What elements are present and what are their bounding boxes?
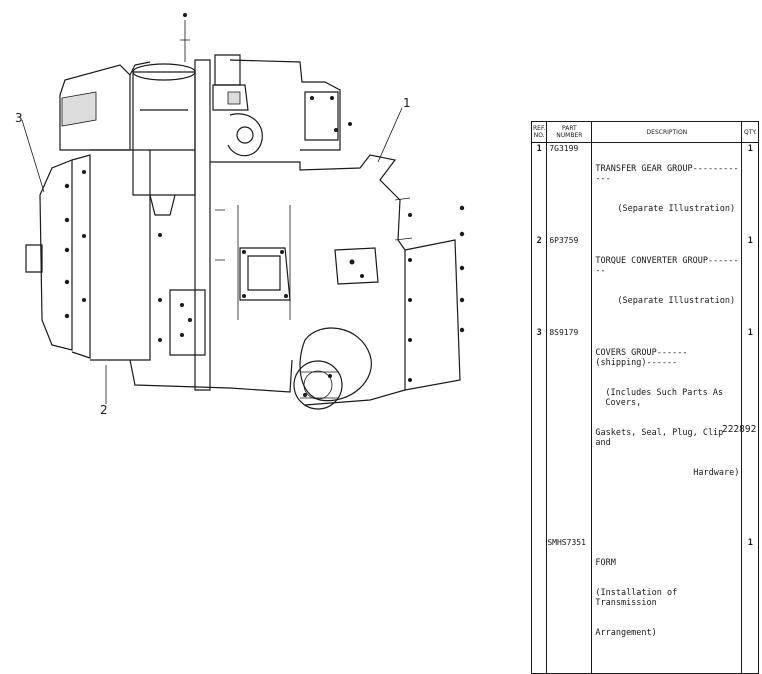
description-note: Arrangement) bbox=[595, 628, 657, 638]
transmission-case bbox=[90, 59, 465, 406]
table-header-row: REF. NO. PART NUMBER DESCRIPTION QTY. bbox=[530, 121, 760, 143]
part-number: 8S9179 bbox=[546, 327, 593, 499]
transmission-illustration: 3 1 2 bbox=[15, 13, 465, 417]
filter-canister bbox=[132, 13, 196, 216]
ref-no: 2 bbox=[530, 235, 548, 327]
description-note: (Includes Such Parts As Covers, bbox=[605, 388, 729, 408]
description-note: Gaskets, Seal, Plug, Clip and bbox=[595, 428, 729, 448]
header-part-number: PART NUMBER bbox=[546, 121, 593, 143]
valve-assembly bbox=[212, 54, 263, 157]
description-main: FORM bbox=[595, 558, 616, 568]
callout-1-label: 1 bbox=[403, 96, 411, 110]
description-main: COVERS GROUP------(shipping)------ bbox=[595, 348, 688, 368]
table-row: 1 7G3199 TRANSFER GEAR GROUP------------… bbox=[530, 142, 760, 235]
header-ref-no: REF. NO. bbox=[530, 121, 548, 143]
callout-2-label: 2 bbox=[100, 403, 108, 417]
quantity: 1 bbox=[741, 142, 760, 235]
converter-cover-housing bbox=[25, 154, 91, 359]
description-note: Hardware) bbox=[693, 468, 740, 478]
quantity: 1 bbox=[741, 235, 760, 327]
callout-3-leader bbox=[21, 119, 45, 193]
table-row: 2 6P3759 TORQUE CONVERTER GROUP-------- … bbox=[530, 235, 760, 327]
figure-number: 222892 bbox=[722, 424, 757, 435]
ref-no: 3 bbox=[530, 327, 548, 499]
part-number: 6P3759 bbox=[546, 235, 593, 327]
mounting-plate bbox=[239, 247, 379, 301]
table-row: 3 8S9179 COVERS GROUP------(shipping)---… bbox=[530, 327, 760, 499]
output-yoke bbox=[293, 327, 372, 410]
description-note: (Installation of Transmission bbox=[595, 588, 683, 608]
table-spacer-row bbox=[530, 499, 760, 537]
part-number: SMHS7351 bbox=[546, 537, 593, 659]
description-main: TORQUE CONVERTER GROUP-------- bbox=[595, 256, 739, 276]
description: TORQUE CONVERTER GROUP-------- (Separate… bbox=[591, 235, 743, 327]
transfer-gear-housing bbox=[59, 59, 352, 151]
callout-1-leader bbox=[377, 107, 403, 163]
header-qty: QTY. bbox=[741, 121, 760, 143]
ref-no: 1 bbox=[530, 142, 548, 235]
parts-list-table: REF. NO. PART NUMBER DESCRIPTION QTY. 1 … bbox=[530, 121, 760, 674]
callout-3-label: 3 bbox=[15, 111, 23, 125]
description-main: TRANSFER GEAR GROUP------------ bbox=[595, 164, 739, 184]
description-note: (Separate Illustration) bbox=[617, 296, 736, 306]
description: FORM (Installation of Transmission Arran… bbox=[591, 537, 743, 659]
ref-no bbox=[530, 537, 548, 659]
quantity: 1 bbox=[741, 537, 760, 659]
lower-bracket bbox=[169, 289, 206, 356]
description-note: (Separate Illustration) bbox=[617, 204, 736, 214]
description: COVERS GROUP------(shipping)------ (Incl… bbox=[591, 327, 743, 499]
header-description: DESCRIPTION bbox=[591, 121, 743, 143]
table-end-row bbox=[530, 659, 760, 674]
table-row: SMHS7351 FORM (Installation of Transmiss… bbox=[530, 537, 760, 659]
description: TRANSFER GEAR GROUP------------ (Separat… bbox=[591, 142, 743, 235]
quantity: 1 bbox=[741, 327, 760, 499]
part-number: 7G3199 bbox=[546, 142, 593, 235]
